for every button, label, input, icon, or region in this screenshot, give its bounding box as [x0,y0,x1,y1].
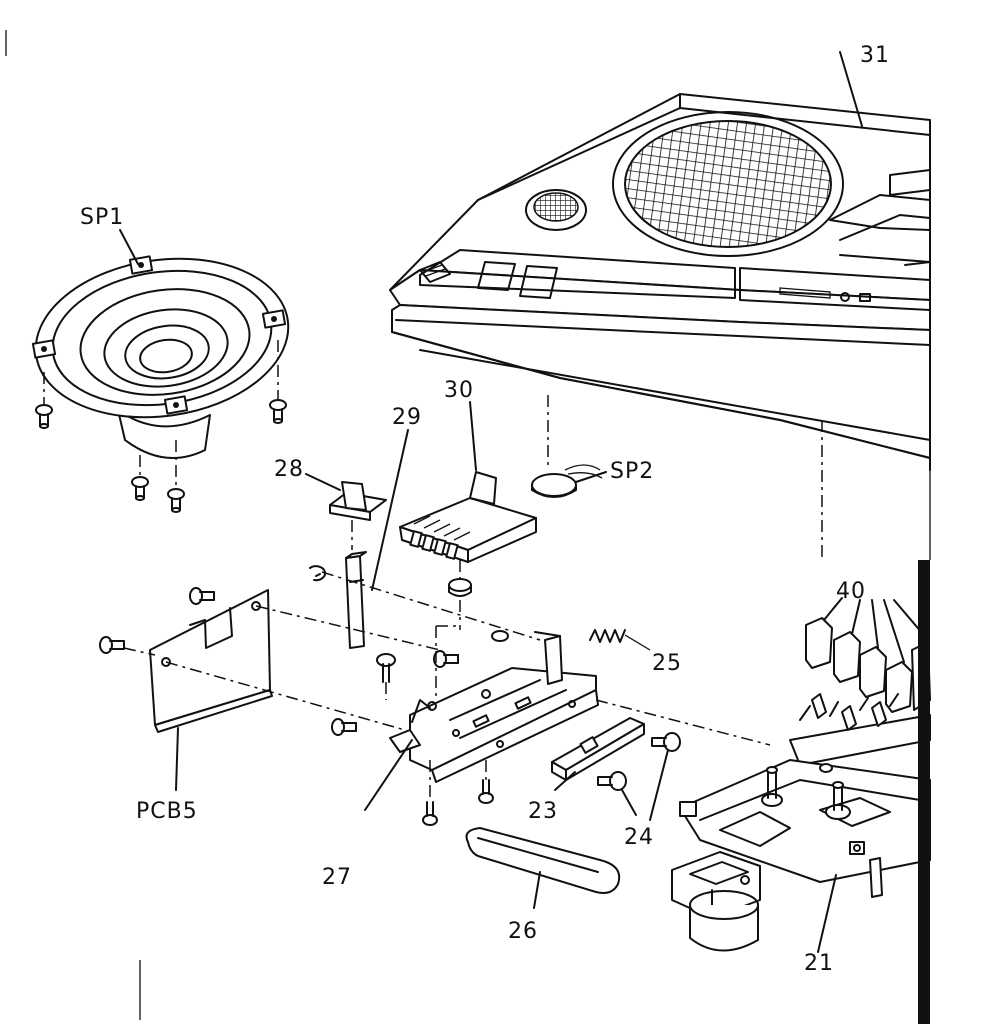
e-ring-clip [309,565,326,582]
label-31: 31 [860,43,890,68]
label-30: 30 [444,378,474,403]
part-labels: SP1 SP2 PCB5 21 23 24 25 26 27 28 29 30 … [80,43,890,976]
pcb-screws [99,587,459,736]
slide-knob-28 [329,481,387,550]
switch-buttons-40 [805,597,931,713]
spring-25 [589,629,651,651]
label-24: 24 [624,825,654,850]
scan-mark [5,30,141,1020]
screws-24 [597,732,681,821]
drive-belt-26 [465,827,621,909]
label-sp1: SP1 [80,205,124,230]
label-23: 23 [528,799,558,824]
bracket-27 [364,631,599,811]
label-sp2: SP2 [610,459,654,484]
label-28: 28 [274,457,304,482]
label-27: 27 [322,865,352,890]
label-40: 40 [836,579,866,604]
buzzer-sp2 [531,395,603,498]
bracket-screws [376,630,509,826]
alignment-line [595,699,771,746]
label-29: 29 [392,405,422,430]
speaker-sp1 [31,255,290,459]
circuit-board-pcb5 [149,589,441,791]
label-25: 25 [652,651,682,676]
mechanism-assembly-21 [671,693,931,953]
sp1-mounting-screws [35,340,287,513]
label-21: 21 [804,951,834,976]
alignment-line [435,625,456,700]
label-26: 26 [508,919,538,944]
page-edge-shadow [918,560,930,1024]
slide-shaft-29 [345,429,409,649]
label-pcb5: PCB5 [136,799,198,824]
slide-switch-23 [551,717,645,791]
switch-block-30 [399,471,537,630]
